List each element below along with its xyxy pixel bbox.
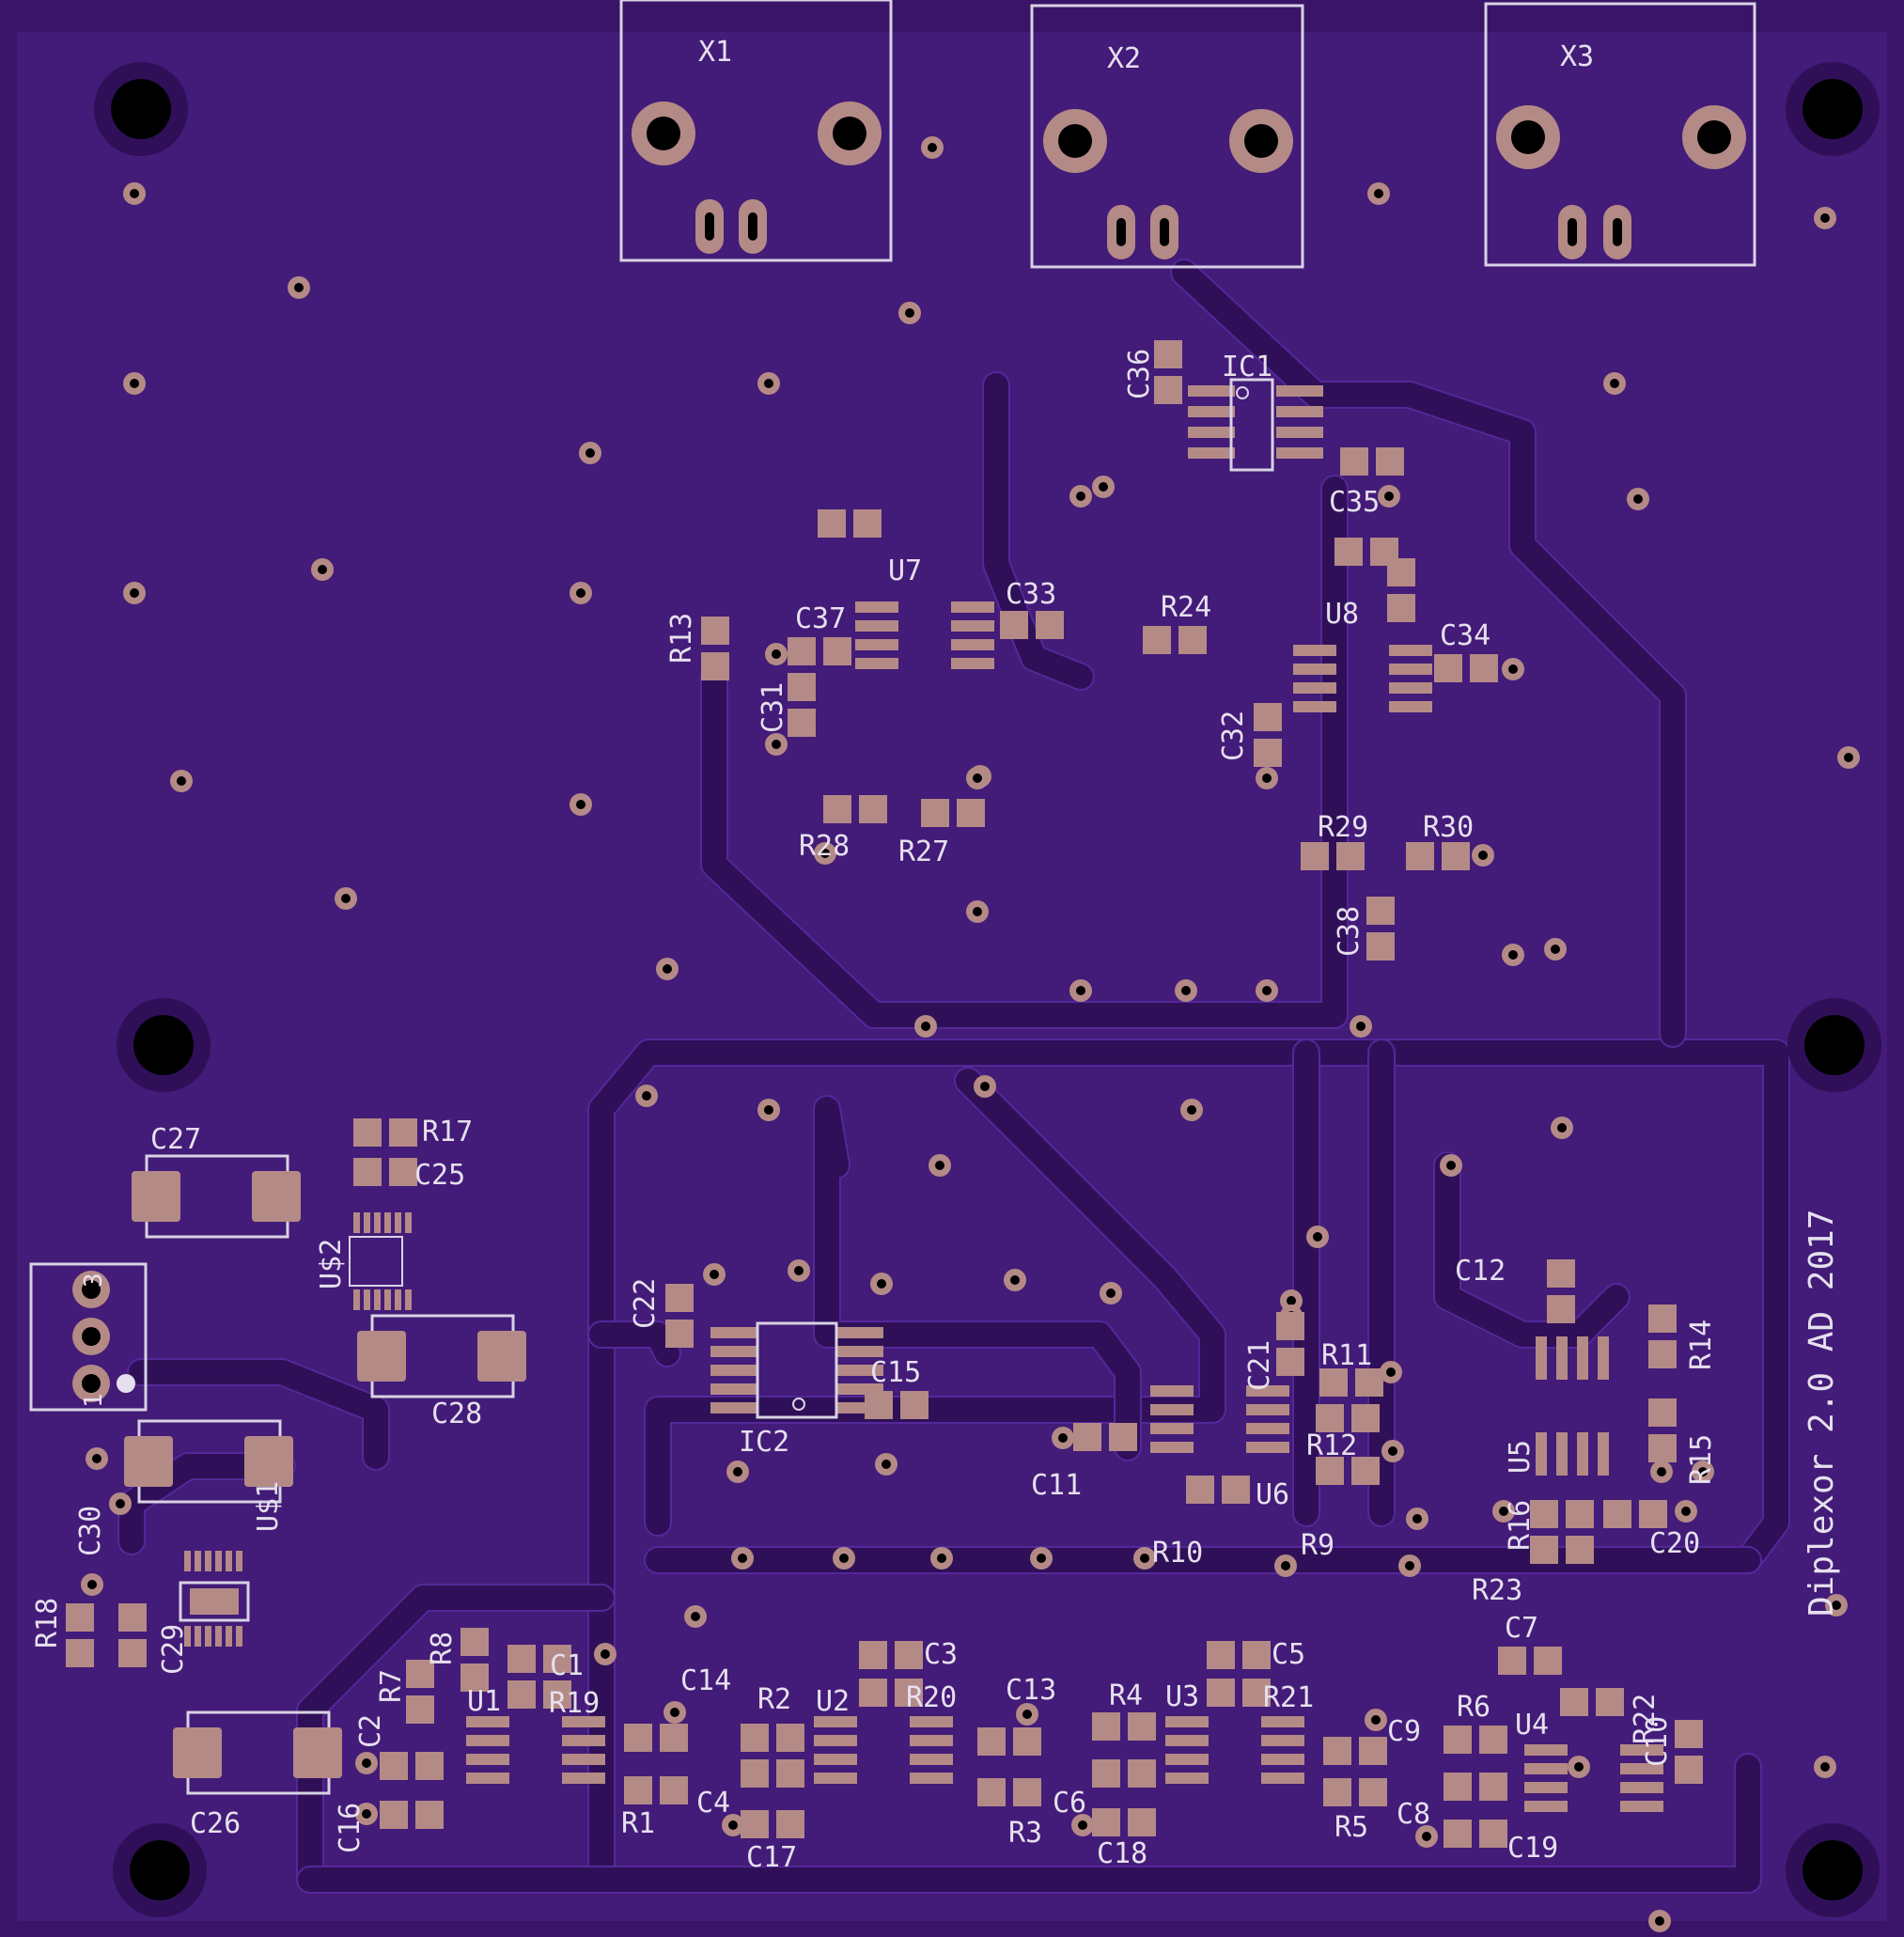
label-c32: C32 — [1217, 711, 1250, 761]
label-r5: R5 — [1334, 1811, 1368, 1844]
power-header: 3 1 — [29, 1262, 148, 1412]
label-c5: C5 — [1272, 1638, 1305, 1671]
label-r17: R17 — [422, 1116, 473, 1148]
label-r23: R23 — [1472, 1574, 1522, 1607]
label-c37: C37 — [795, 602, 846, 635]
label-r20: R20 — [906, 1681, 957, 1714]
connector-x3-label: X3 — [1560, 40, 1594, 73]
label-c15: C15 — [870, 1356, 921, 1389]
label-c11: C11 — [1031, 1469, 1082, 1502]
label-c18: C18 — [1097, 1837, 1147, 1870]
label-c1: C1 — [550, 1649, 584, 1682]
label-r12: R12 — [1306, 1429, 1357, 1462]
copper-pour — [17, 32, 1887, 1921]
connector-x2: X2 — [1030, 4, 1304, 269]
label-r1: R1 — [621, 1807, 655, 1840]
board-title: Diplexor 2.0 AD 2017 — [1803, 1210, 1841, 1617]
label-r9: R9 — [1301, 1529, 1334, 1562]
label-c28: C28 — [431, 1398, 482, 1430]
label-u4: U4 — [1515, 1709, 1549, 1742]
label-u6: U6 — [1256, 1478, 1289, 1511]
label-c8: C8 — [1397, 1798, 1430, 1831]
label-r28: R28 — [799, 830, 850, 863]
label-c27: C27 — [150, 1123, 201, 1156]
label-r24: R24 — [1161, 591, 1211, 624]
connector-x1-label: X1 — [698, 36, 732, 69]
label-c6: C6 — [1053, 1787, 1086, 1820]
label-r30: R30 — [1423, 811, 1474, 844]
label-c35: C35 — [1329, 486, 1380, 519]
label-r6: R6 — [1457, 1691, 1490, 1724]
mounting-holes — [94, 62, 1881, 1917]
label-r18: R18 — [31, 1598, 64, 1648]
label-u8: U8 — [1325, 598, 1359, 631]
label-c26: C26 — [190, 1807, 241, 1840]
passive-components — [66, 340, 1703, 1848]
label-c4: C4 — [696, 1787, 730, 1820]
label-u2: U2 — [816, 1685, 850, 1718]
large-capacitors — [124, 1154, 526, 1795]
label-c33: C33 — [1006, 578, 1056, 611]
label-c21: C21 — [1243, 1340, 1276, 1391]
label-r10: R10 — [1152, 1537, 1203, 1570]
vias — [81, 136, 1860, 1932]
label-c10: C10 — [1641, 1716, 1674, 1767]
silkscreen-labels: IC1 IC2 U1 U2 U3 U4 U6 U7 U8 U5 U$1 U$2 … — [31, 349, 1841, 1874]
connector-x2-label: X2 — [1107, 42, 1141, 75]
label-c2: C2 — [354, 1714, 387, 1748]
label-c16: C16 — [334, 1803, 367, 1853]
label-ic1: IC1 — [1222, 351, 1272, 383]
connector-x1: X1 — [619, 0, 893, 262]
label-c13: C13 — [1006, 1674, 1056, 1707]
ic-packages — [179, 378, 1663, 1812]
label-r22: R22 — [1629, 1694, 1662, 1744]
label-c38: C38 — [1333, 906, 1366, 957]
label-u7: U7 — [888, 555, 922, 587]
header-pin3-label: 3 — [80, 1273, 108, 1288]
label-c30: C30 — [74, 1506, 107, 1556]
label-r4: R4 — [1109, 1679, 1143, 1712]
label-r15: R15 — [1685, 1434, 1718, 1485]
label-r29: R29 — [1318, 811, 1368, 844]
label-ic2: IC2 — [739, 1426, 789, 1459]
label-r3: R3 — [1008, 1817, 1042, 1850]
label-r11: R11 — [1321, 1339, 1372, 1372]
header-pin1-label: 1 — [80, 1393, 108, 1408]
label-us1: U$1 — [252, 1481, 285, 1532]
label-r14: R14 — [1685, 1320, 1718, 1370]
label-c7: C7 — [1505, 1612, 1538, 1645]
label-c19: C19 — [1507, 1832, 1558, 1865]
label-c29: C29 — [157, 1624, 190, 1675]
connector-x3: X3 — [1484, 2, 1756, 267]
label-c34: C34 — [1440, 619, 1490, 652]
label-r2: R2 — [757, 1683, 791, 1716]
label-r27: R27 — [898, 836, 949, 868]
label-c17: C17 — [746, 1841, 797, 1874]
label-c9: C9 — [1387, 1715, 1421, 1748]
label-c20: C20 — [1649, 1527, 1700, 1560]
label-u5: U5 — [1504, 1440, 1537, 1474]
label-u3: U3 — [1165, 1680, 1199, 1713]
label-r7: R7 — [375, 1669, 408, 1703]
label-c36: C36 — [1123, 349, 1156, 399]
label-us2: U$2 — [315, 1239, 348, 1289]
label-c14: C14 — [680, 1664, 731, 1697]
label-c25: C25 — [414, 1159, 465, 1192]
label-r13: R13 — [665, 613, 698, 664]
label-c31: C31 — [757, 682, 789, 733]
label-c22: C22 — [629, 1278, 662, 1329]
label-c12: C12 — [1455, 1255, 1506, 1288]
label-r21: R21 — [1263, 1681, 1314, 1714]
label-r16: R16 — [1504, 1500, 1537, 1551]
label-u1: U1 — [467, 1685, 501, 1718]
label-c3: C3 — [924, 1638, 958, 1671]
label-r19: R19 — [549, 1687, 600, 1720]
label-r8: R8 — [426, 1632, 459, 1665]
